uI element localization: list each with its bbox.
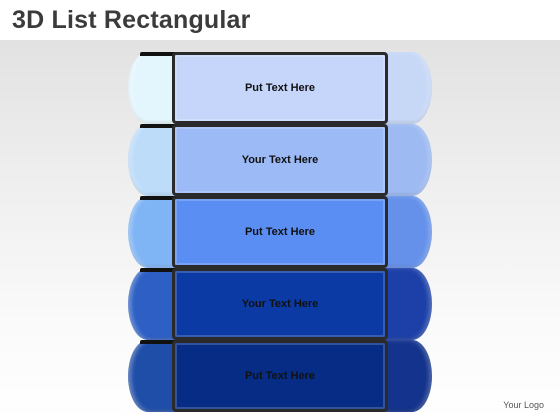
list-item-right-cap: [384, 124, 432, 196]
list-item-right-cap: [384, 340, 432, 412]
list-item-left-cap: [128, 124, 176, 196]
list-item-left-cap: [128, 340, 176, 412]
list-item-body[interactable]: Your Text Here: [172, 268, 388, 340]
list-item-body[interactable]: Put Text Here: [172, 340, 388, 412]
list-item-label: Your Text Here: [241, 298, 319, 310]
list-item-right-cap: [384, 196, 432, 268]
list-item-label: Your Text Here: [241, 154, 319, 166]
list-item-body[interactable]: Put Text Here: [172, 52, 388, 124]
list-item-2: Your Text Here: [128, 124, 432, 196]
list-item-body[interactable]: Put Text Here: [172, 196, 388, 268]
list-item-label: Put Text Here: [244, 82, 316, 94]
list-item-right-cap: [384, 268, 432, 340]
list-item-1: Put Text Here: [128, 52, 432, 124]
logo-placeholder: Your Logo: [503, 400, 544, 410]
list-item-3: Put Text Here: [128, 196, 432, 268]
list-item-label: Put Text Here: [244, 226, 316, 238]
list-item-5: Put Text Here: [128, 340, 432, 412]
list-item-label: Put Text Here: [244, 370, 316, 382]
page-title: 3D List Rectangular: [12, 6, 251, 34]
list-item-left-cap: [128, 268, 176, 340]
list-item-left-cap: [128, 196, 176, 268]
header: 3D List Rectangular: [0, 0, 560, 40]
list-item-4: Your Text Here: [128, 268, 432, 340]
list-item-body[interactable]: Your Text Here: [172, 124, 388, 196]
list-item-right-cap: [384, 52, 432, 124]
list-item-left-cap: [128, 52, 176, 124]
